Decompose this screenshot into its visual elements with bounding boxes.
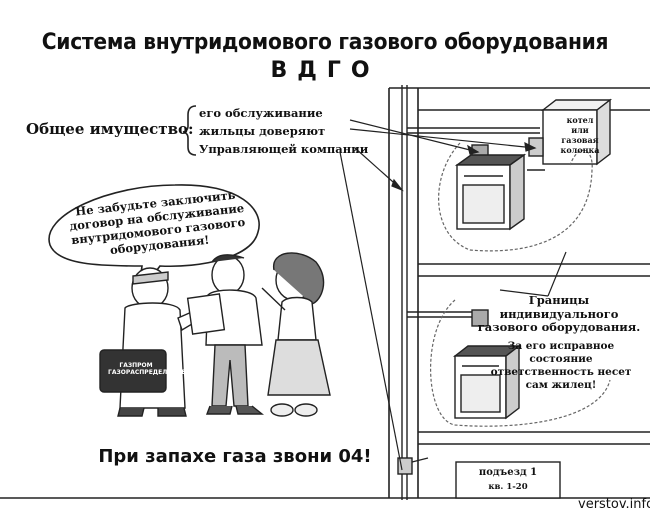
boiler-line-4: колонка xyxy=(560,145,600,155)
gas-worker-figure xyxy=(99,267,213,417)
boundary-note-line-3: ответственность несет xyxy=(490,366,632,378)
pointer-lines xyxy=(339,119,567,471)
boiler-box xyxy=(527,98,613,171)
boiler-line-3: газовая xyxy=(561,135,599,145)
entrance-sign-apartments: кв. 1-20 xyxy=(488,482,528,492)
boundary-title-line-2: индивидуального xyxy=(499,306,619,321)
boundary-note: За его исправное состояние ответственнос… xyxy=(486,340,636,392)
boundary-note-line-4: сам жилец! xyxy=(525,379,597,391)
entrance-sign-title: подъезд 1 xyxy=(478,467,538,478)
speech-bubble xyxy=(48,184,260,298)
common-bracket xyxy=(182,105,197,156)
boundary-outline xyxy=(430,142,611,427)
diagram-title: Система внутридомового газового оборудов… xyxy=(41,30,609,55)
boundary-title-line-3: газового оборудования. xyxy=(477,320,641,334)
gas-bag-logo: ГАЗПРОМ ГАЗОРАСПРЕДЕЛЕНИЕ xyxy=(108,362,186,376)
gas-bag-brand: ГАЗПРОМ xyxy=(119,362,153,369)
entrance-sign-frame xyxy=(455,461,561,499)
boundary-title: Границы индивидуального газового оборудо… xyxy=(464,293,650,335)
gas-bag-sub: ГАЗОРАСПРЕДЕЛЕНИЕ xyxy=(108,369,186,376)
emergency-call-text: При запахе газа звони 04! xyxy=(98,446,372,467)
boundary-title-line-1: Границы xyxy=(528,293,590,307)
boundary-note-line-2: состояние xyxy=(529,353,593,365)
male-resident-figure xyxy=(186,254,264,415)
stove-upper xyxy=(454,144,527,231)
boundary-note-line-1: За его исправное xyxy=(507,340,615,352)
common-property-line-3: Управляющей компании xyxy=(199,142,369,156)
boiler-label: котел или газовая колонка xyxy=(548,115,612,155)
boiler-line-2: или xyxy=(571,125,589,135)
common-property-label: Общее имущество: xyxy=(26,120,194,138)
common-property-line-2: жильцы доверяют xyxy=(199,124,326,138)
diagram-subtitle: ВДГО xyxy=(270,58,380,83)
boiler-line-1: котел xyxy=(566,115,594,125)
stove-lower xyxy=(452,309,522,420)
watermark: verstov.info xyxy=(578,497,650,512)
common-property-line-1: его обслуживание xyxy=(199,106,323,120)
gas-riser-pipe xyxy=(397,85,540,500)
female-resident-figure xyxy=(261,252,331,417)
